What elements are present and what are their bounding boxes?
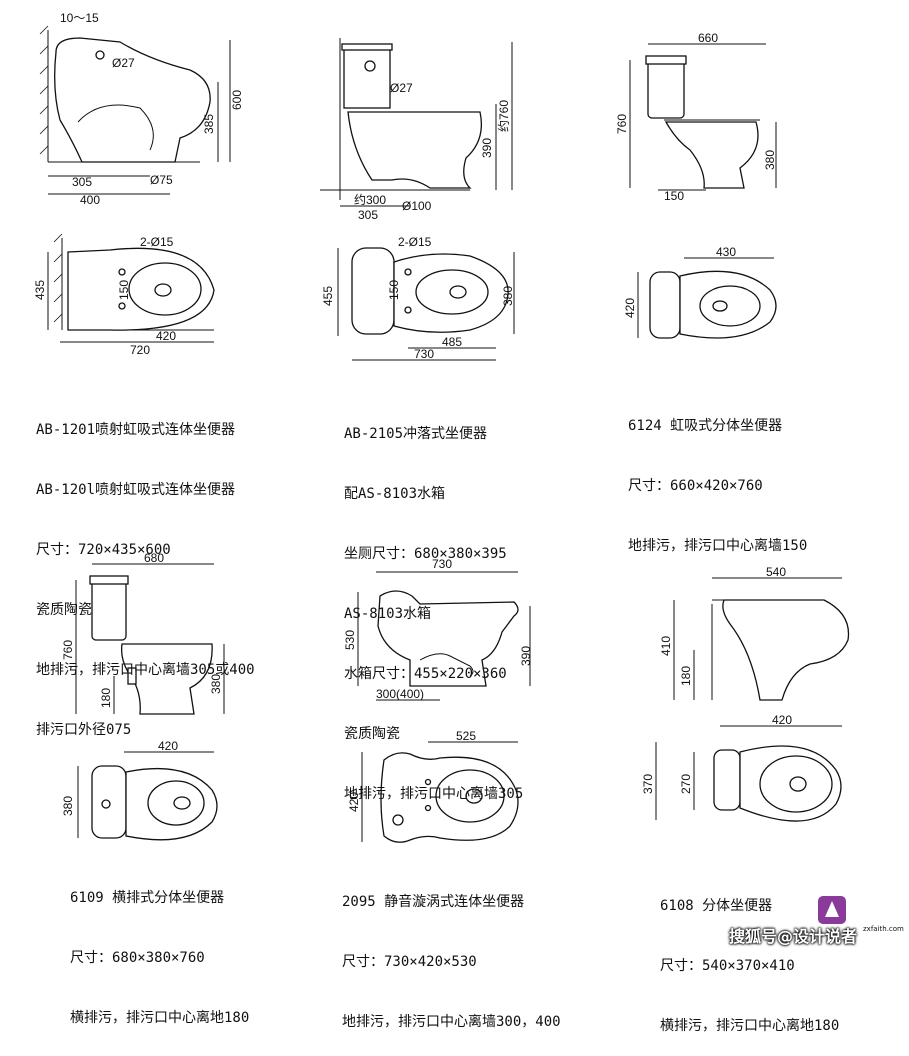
desc-line: 6108 分体坐便器 [660,898,773,914]
desc-line: AB-2105冲落式坐便器 [344,426,488,442]
p6109-dim-180: 180 [99,688,113,708]
p6124-dim-760: 760 [615,114,629,134]
desc-line: 尺寸：720×435×600 [36,542,171,558]
p6109-dim-760: 760 [61,640,75,660]
p6124-dim-420: 420 [623,298,637,318]
p6109-dim-680: 680 [144,551,164,565]
desc-line: 尺寸：680×380×760 [70,950,205,966]
desc-line: 地排污，排污口中心离墙305 [344,786,524,802]
desc-line: 坐厕尺寸：680×380×395 [344,546,507,562]
p6109-top-view [77,751,218,841]
desc-line: 瓷质陶瓷 [36,602,92,618]
ab1201-dim-305: 305 [72,175,92,189]
ab2105-dim-d100: Ø100 [402,199,432,213]
ab2105-top-view [337,247,515,361]
p6124-dim-660: 660 [698,31,718,45]
desc-line: 尺寸：730×420×530 [342,954,477,970]
ab2105-dim-305: 305 [358,208,378,222]
desc-line: 6124 虹吸式分体坐便器 [628,418,783,434]
brand-logo: 奢尚府 zxfaith.com [771,885,909,955]
ab2105-dim-455: 455 [321,286,335,306]
ab1201-dim-420: 420 [156,329,176,343]
p6109-description: 6109 横排式分体坐便器 尺寸：680×380×760 横排污，排污口中心离地… [70,848,249,1048]
desc-line: 横排污，排污口中心离地180 [660,1018,840,1034]
ab2105-dim-300: 约300 [354,192,386,207]
ab1201-dim-gap: 10～15 [60,11,99,25]
ab2105-dim-pipe: Ø27 [390,81,413,95]
p6124-dim-430: 430 [716,245,736,259]
p6109-dim-420: 420 [158,739,178,753]
desc-line: 水箱尺寸：455×220×360 [344,666,507,682]
ab1201-dim-150: 150 [117,280,131,300]
p6108-side-view [673,577,850,701]
p6108-dim-370: 370 [641,774,655,794]
desc-line: 地排污，排污口中心离墙300，400 [342,1014,561,1030]
desc-line: 地排污，排污口中心离墙150 [628,538,808,554]
ab2105-side-view [320,38,513,207]
p6124-dim-380: 380 [763,150,777,170]
desc-line: 6109 横排式分体坐便器 [70,890,225,906]
watermark-text: 搜狐号@设计说者 [728,927,857,946]
p6108-dim-270: 270 [679,774,693,794]
p6108-dim-420: 420 [772,713,792,727]
p2095-dim-730: 730 [432,557,452,571]
ab1201-side-view [39,25,231,195]
desc-line: 横排污，排污口中心离地180 [70,1010,250,1026]
p2095-side-view [357,571,531,701]
p6108-top-view [655,725,842,822]
desc-line: 尺寸：660×420×760 [628,478,763,494]
brand-site: zxfaith.com [863,925,904,933]
ab1201-top-view [47,233,215,343]
ab1201-dim-d75: Ø75 [150,173,173,187]
desc-line: 瓷质陶瓷 [344,726,400,742]
p6124-side-view [629,43,777,191]
ab1201-dim-pipe: Ø27 [112,56,135,70]
p6109-dim-380b: 380 [61,796,75,816]
p2095-dim-530: 530 [343,630,357,650]
p2095-dim-525: 525 [456,729,476,743]
ab2105-dim-760: 约760 [496,100,511,132]
desc-line: 尺寸：540×370×410 [660,958,795,974]
p6124-description: 6124 虹吸式分体坐便器 尺寸：660×420×760 地排污，排污口中心离墙… [628,376,807,576]
p2095-dim-300: 300(400) [376,687,424,701]
ab2105-dim-730: 730 [414,347,434,361]
ab2105-description: AB-2105冲落式坐便器 配AS-8103水箱 坐厕尺寸：680×380×39… [344,384,523,824]
desc-line: AB-1201喷射虹吸式连体坐便器 [36,422,236,438]
ab1201-dim-holes: 2-Ø15 [140,235,174,249]
ab1201-dim-385: 385 [202,114,216,134]
ab1201-dim-720: 720 [130,343,150,357]
ab2105-dim-485: 485 [442,335,462,349]
ab2105-dim-390: 390 [480,138,494,158]
desc-line: 地排污，排污口中心离墙305或400 [36,662,255,678]
p6108-dim-410: 410 [659,636,673,656]
p6108-dim-180: 180 [679,666,693,686]
ab1201-dim-435: 435 [33,280,47,300]
ab2105-dim-150: 150 [387,280,401,300]
desc-line: 配AS-8103水箱 [344,486,446,502]
p2095-dim-420: 420 [347,792,361,812]
ab2105-dim-380: 380 [501,286,515,306]
ab1201-description: AB-1201喷射虹吸式连体坐便器 AB-120l喷射虹吸式连体坐便器 尺寸：7… [36,380,255,760]
desc-line: AB-120l喷射虹吸式连体坐便器 [36,482,236,498]
desc-line: AS-8103水箱 [344,606,432,622]
p2095-dim-390: 390 [519,646,533,666]
ab2105-dim-holes: 2-Ø15 [398,235,432,249]
p6109-side-view [75,563,225,715]
ab1201-dim-400: 400 [80,193,100,207]
brand-name: 奢尚府 [850,900,909,924]
p2095-top-view [361,741,519,843]
p6124-top-view [637,257,777,339]
desc-line: 排污口外径075 [36,722,132,738]
p2095-description: 2095 静音漩涡式连体坐便器 尺寸：730×420×530 地排污，排污口中心… [342,852,561,1052]
p6124-dim-150: 150 [664,189,684,203]
p6109-dim-380: 380 [209,674,223,694]
p6108-dim-540: 540 [766,565,786,579]
ab1201-dim-600: 600 [230,90,244,110]
desc-line: 2095 静音漩涡式连体坐便器 [342,894,525,910]
